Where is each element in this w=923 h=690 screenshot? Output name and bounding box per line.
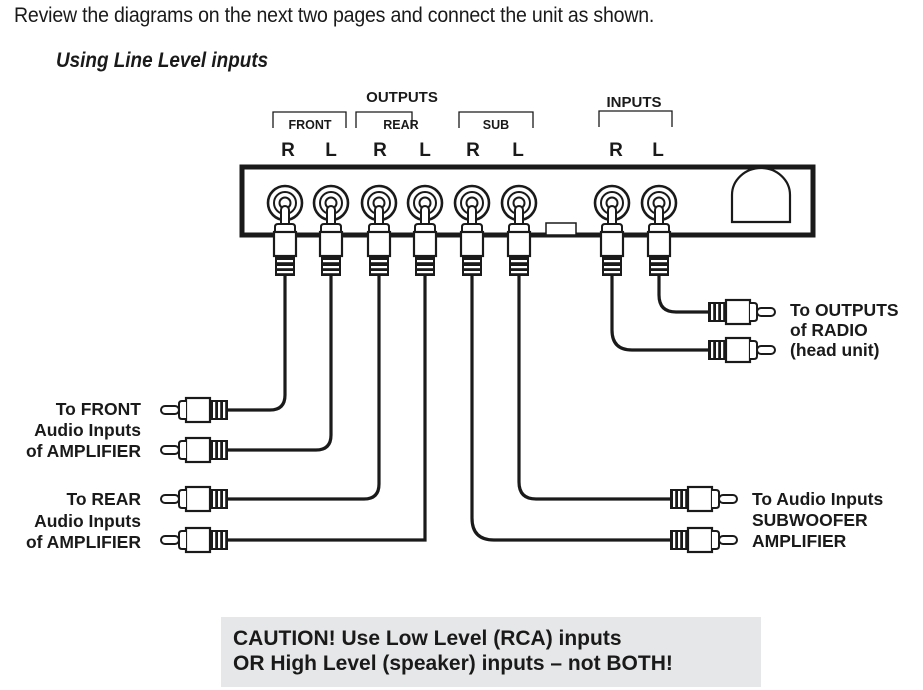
- svg-text:of AMPLIFIER: of AMPLIFIER: [26, 532, 141, 552]
- cable-rear-r: [228, 276, 381, 501]
- unit-slot: [545, 222, 577, 236]
- rca-plug-sub-l: [506, 205, 532, 276]
- cable-front-r: [228, 276, 287, 412]
- cable-sub-l: [517, 276, 670, 501]
- svg-text:of AMPLIFIER: of AMPLIFIER: [26, 441, 141, 461]
- svg-text:To FRONT: To FRONT: [56, 399, 142, 419]
- channel-label-sub-l: L: [512, 140, 524, 161]
- label-sub-amp: To Audio Inputs SUBWOOFER AMPLIFIER: [752, 489, 883, 551]
- caution-line-1: CAUTION! Use Low Level (RCA) inputs: [233, 627, 622, 650]
- intro-text: Review the diagrams on the next two page…: [14, 4, 655, 27]
- channel-label-input-l: L: [652, 140, 664, 161]
- outputs-label: OUTPUTS: [366, 89, 438, 106]
- svg-text:Audio Inputs: Audio Inputs: [34, 511, 141, 531]
- rca-plug-rear-l: [412, 205, 438, 276]
- channel-label-front-r: R: [281, 140, 295, 161]
- svg-text:To OUTPUTS: To OUTPUTS: [790, 300, 899, 320]
- caution-line-2: OR High Level (speaker) inputs – not BOT…: [233, 652, 673, 675]
- rca-plug-front-r: [272, 205, 298, 276]
- bracket-sub: [458, 111, 534, 128]
- group-label-front: FRONT: [288, 118, 331, 132]
- cable-sub-r: [470, 276, 670, 542]
- group-label-sub: SUB: [483, 118, 509, 132]
- unit-dome-port: [730, 166, 792, 224]
- svg-text:To Audio Inputs: To Audio Inputs: [752, 489, 883, 509]
- label-front-amp: To FRONT Audio Inputs of AMPLIFIER: [26, 399, 141, 461]
- cable-rear-l: [228, 276, 427, 542]
- rca-plug-radio-l: [708, 298, 776, 326]
- rca-jack-input-l: [640, 184, 678, 222]
- rca-plug-rear-amp-r: [160, 485, 228, 513]
- bracket-rear: [355, 111, 413, 128]
- group-label-rear: REAR: [383, 118, 418, 132]
- svg-text:AMPLIFIER: AMPLIFIER: [752, 531, 847, 551]
- rca-plug-front-amp-l: [160, 436, 228, 464]
- svg-text:Audio Inputs: Audio Inputs: [34, 420, 141, 440]
- rca-plug-rear-r: [366, 205, 392, 276]
- cable-input-l: [657, 276, 708, 314]
- channel-label-rear-l: L: [419, 140, 431, 161]
- svg-text:of RADIO: of RADIO: [790, 320, 868, 340]
- rca-plug-front-amp-r: [160, 396, 228, 424]
- rca-jack-front-l: [312, 184, 350, 222]
- rca-plug-front-l: [318, 205, 344, 276]
- caution-box: CAUTION! Use Low Level (RCA) inputs OR H…: [221, 617, 761, 687]
- rca-plug-sub-amp-l: [670, 485, 738, 513]
- svg-text:To REAR: To REAR: [66, 489, 141, 509]
- channel-label-sub-r: R: [466, 140, 480, 161]
- cable-front-l: [228, 276, 333, 452]
- label-rear-amp: To REAR Audio Inputs of AMPLIFIER: [26, 489, 141, 552]
- label-radio: To OUTPUTS of RADIO (head unit): [790, 300, 899, 360]
- rca-plug-rear-amp-l: [160, 526, 228, 554]
- cable-input-r: [610, 276, 708, 352]
- inputs-label: INPUTS: [606, 94, 661, 111]
- section-title: Using Line Level inputs: [56, 49, 269, 72]
- svg-text:(head unit): (head unit): [790, 340, 879, 360]
- rca-plug-sub-amp-r: [670, 526, 738, 554]
- bracket-inputs: [598, 110, 673, 127]
- rca-plug-sub-r: [459, 205, 485, 276]
- svg-text:SUBWOOFER: SUBWOOFER: [752, 510, 868, 530]
- bracket-front: [272, 111, 347, 128]
- channel-label-front-l: L: [325, 140, 337, 161]
- rca-plug-input-r: [599, 205, 625, 276]
- channel-label-input-r: R: [609, 140, 623, 161]
- channel-label-rear-r: R: [373, 140, 387, 161]
- rca-plug-radio-r: [708, 336, 776, 364]
- rca-plug-input-l: [646, 205, 672, 276]
